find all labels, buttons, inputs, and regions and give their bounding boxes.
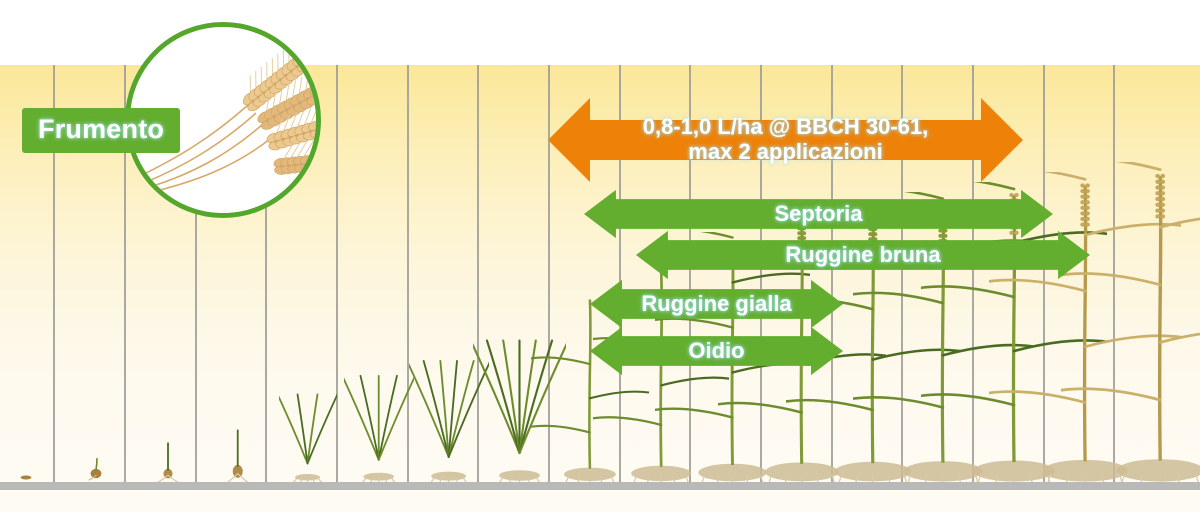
tillering-late-icon bbox=[472, 332, 566, 482]
disease-arrow-oidio-label: Oidio bbox=[688, 337, 745, 363]
double-arrow-shape-icon bbox=[636, 230, 1090, 280]
tillering-icon bbox=[409, 354, 489, 482]
coleoptile-icon bbox=[221, 428, 254, 482]
harvest-ready-icon bbox=[1060, 162, 1200, 482]
germinating-seed-icon bbox=[81, 456, 111, 482]
disease-arrow-septoria-label: Septoria bbox=[774, 200, 863, 226]
treatment-window-label: 0,8-1,0 L/ha @ BBCH 30-61, max 2 applica… bbox=[642, 114, 929, 164]
disease-arrow-septoria[interactable]: Septoria bbox=[584, 188, 1053, 240]
stem-elongation-icon bbox=[531, 292, 649, 482]
double-arrow-shape-icon bbox=[590, 279, 843, 329]
growth-stage-layer bbox=[0, 65, 1200, 482]
disease-arrow-ruggine-bruna-label: Ruggine bruna bbox=[785, 241, 941, 267]
seedling-icon bbox=[153, 442, 183, 482]
disease-arrow-ruggine-gialla[interactable]: Ruggine gialla bbox=[590, 278, 843, 330]
one-leaf-icon bbox=[279, 390, 337, 482]
treatment-window-arrow[interactable]: 0,8-1,0 L/ha @ BBCH 30-61, max 2 applica… bbox=[548, 96, 1023, 184]
maturity-icon bbox=[988, 172, 1182, 482]
crop-name-badge: Frumento bbox=[22, 108, 181, 153]
disease-arrow-oidio[interactable]: Oidio bbox=[590, 325, 843, 377]
tillering-early-icon bbox=[344, 370, 414, 482]
disease-arrow-ruggine-bruna[interactable]: Ruggine bruna bbox=[636, 229, 1090, 281]
seed-icon bbox=[11, 472, 41, 482]
below-baseline-strip bbox=[0, 490, 1200, 512]
soil-baseline-bar bbox=[0, 482, 1200, 490]
double-arrow-shape-icon bbox=[584, 189, 1053, 239]
disease-arrow-ruggine-gialla-label: Ruggine gialla bbox=[641, 290, 792, 316]
double-arrow-shape-icon bbox=[590, 326, 843, 376]
double-arrow-shape-icon bbox=[548, 98, 1023, 182]
